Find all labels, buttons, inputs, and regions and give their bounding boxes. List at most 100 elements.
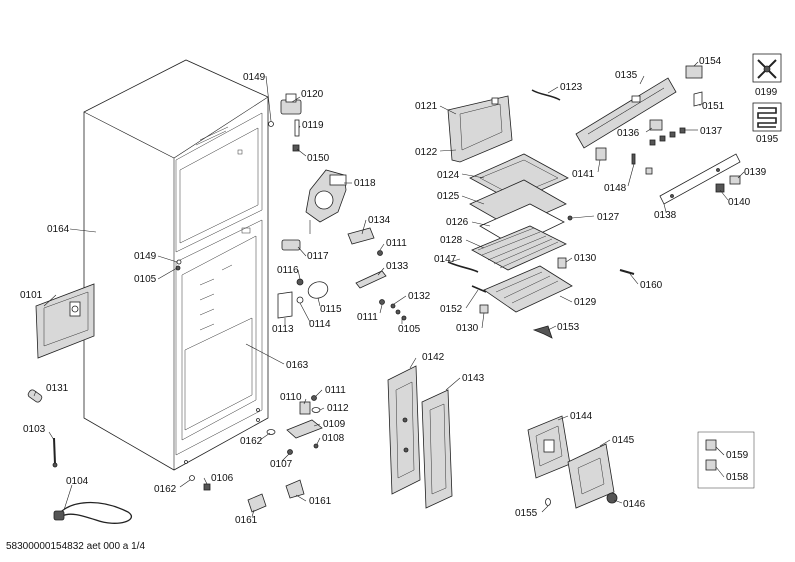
label-0133: 0133 [386, 261, 409, 272]
part-0139 [729, 175, 741, 185]
label-0138: 0138 [654, 210, 677, 221]
part-0148b [645, 167, 653, 175]
cylinder-part [27, 389, 43, 403]
power-cord [53, 501, 132, 524]
bracket-0145 [567, 443, 615, 509]
label-0121: 0121 [415, 101, 438, 112]
label-0106: 0106 [211, 473, 234, 484]
label-0111b: 0111 [357, 312, 378, 323]
label-0107: 0107 [270, 459, 293, 470]
label-0117: 0117 [307, 251, 329, 262]
control-housing-0135 [575, 77, 677, 149]
label-0162a: 0162 [240, 436, 263, 447]
label-0155: 0155 [515, 508, 538, 519]
label-0124: 0124 [437, 170, 460, 181]
label-0154: 0154 [699, 56, 722, 67]
part-0153 [532, 325, 553, 339]
part-0155 [545, 498, 551, 506]
coil-icon [752, 102, 782, 132]
label-0113: 0113 [272, 324, 294, 335]
label-0149: 0149 [243, 72, 266, 83]
label-0120: 0120 [301, 89, 324, 100]
label-0111: 0111 [386, 238, 407, 249]
label-0199: 0199 [755, 87, 778, 98]
label-0130a: 0130 [574, 253, 597, 264]
label-0152: 0152 [440, 304, 463, 315]
label-0159: 0159 [726, 450, 749, 461]
label-0114: 0114 [309, 319, 331, 330]
small-parts-bottom [189, 395, 323, 513]
label-0128: 0128 [440, 235, 463, 246]
back-cover-panel [35, 283, 95, 359]
label-0105b: 0105 [398, 324, 421, 335]
temperature-probe [52, 437, 58, 468]
label-0109: 0109 [323, 419, 346, 430]
label-0104: 0104 [66, 476, 89, 487]
label-0108: 0108 [322, 433, 345, 444]
part-0140 [715, 183, 725, 193]
part-0151 [693, 91, 703, 107]
label-0143: 0143 [462, 373, 485, 384]
label-0146: 0146 [623, 499, 646, 510]
label-0115: 0115 [320, 304, 342, 315]
bracket-0144 [527, 415, 571, 479]
hinge-bracket-0143 [421, 389, 453, 509]
part-0136 [649, 119, 663, 131]
label-0130b: 0130 [456, 323, 479, 334]
label-0142: 0142 [422, 352, 445, 363]
label-0137: 0137 [700, 126, 723, 137]
buttons-0137 [649, 127, 686, 146]
sensor-0160 [619, 269, 635, 275]
label-0153: 0153 [557, 322, 580, 333]
document-id-footer: 58300000154832 aet 000 a 1/4 [6, 541, 146, 552]
label-0127: 0127 [597, 212, 620, 223]
hinge-bracket-0142 [387, 365, 421, 495]
label-0126: 0126 [446, 217, 469, 228]
label-0116: 0116 [277, 265, 299, 276]
label-0163: 0163 [286, 360, 309, 371]
label-0164: 0164 [47, 224, 70, 235]
label-0132: 0132 [408, 291, 431, 302]
evaporator-cover [447, 95, 513, 163]
label-0144: 0144 [570, 411, 593, 422]
label-0125: 0125 [437, 191, 460, 202]
label-0141: 0141 [572, 169, 595, 180]
label-0101: 0101 [20, 290, 43, 301]
label-0118: 0118 [354, 178, 376, 189]
label-0110: 0110 [280, 392, 302, 403]
label-0160: 0160 [640, 280, 663, 291]
label-0147: 0147 [434, 254, 457, 265]
drip-tray-0129 [483, 265, 573, 313]
part-0130b [479, 304, 489, 314]
label-0161b: 0161 [309, 496, 332, 507]
part-0148 [631, 153, 636, 165]
label-0158: 0158 [726, 472, 749, 483]
label-0136: 0136 [617, 128, 640, 139]
label-0111c: 0111 [325, 385, 346, 396]
label-0140: 0140 [728, 197, 751, 208]
label-0112: 0112 [327, 403, 349, 414]
label-0148: 0148 [604, 183, 627, 194]
parts-box [697, 431, 755, 489]
label-0131: 0131 [46, 383, 69, 394]
label-0129: 0129 [574, 297, 597, 308]
label-0151: 0151 [702, 101, 725, 112]
label-0139: 0139 [744, 167, 767, 178]
part-0154 [685, 65, 703, 79]
label-0123: 0123 [560, 82, 583, 93]
part-0141 [595, 147, 607, 161]
label-0122: 0122 [415, 147, 438, 158]
label-0145: 0145 [612, 435, 635, 446]
small-parts-top [175, 93, 407, 321]
part-labels: 0149 0120 0119 0150 0118 0134 0111 0117 … [20, 56, 779, 526]
label-0162b: 0162 [154, 484, 177, 495]
label-0149b: 0149 [134, 251, 157, 262]
label-0105a: 0105 [134, 274, 157, 285]
label-0135: 0135 [615, 70, 638, 81]
screw-0127 [567, 215, 573, 221]
label-0134: 0134 [368, 215, 391, 226]
strip-0138 [659, 153, 741, 205]
knob-0146 [606, 492, 618, 504]
leader-lines [33, 61, 745, 518]
